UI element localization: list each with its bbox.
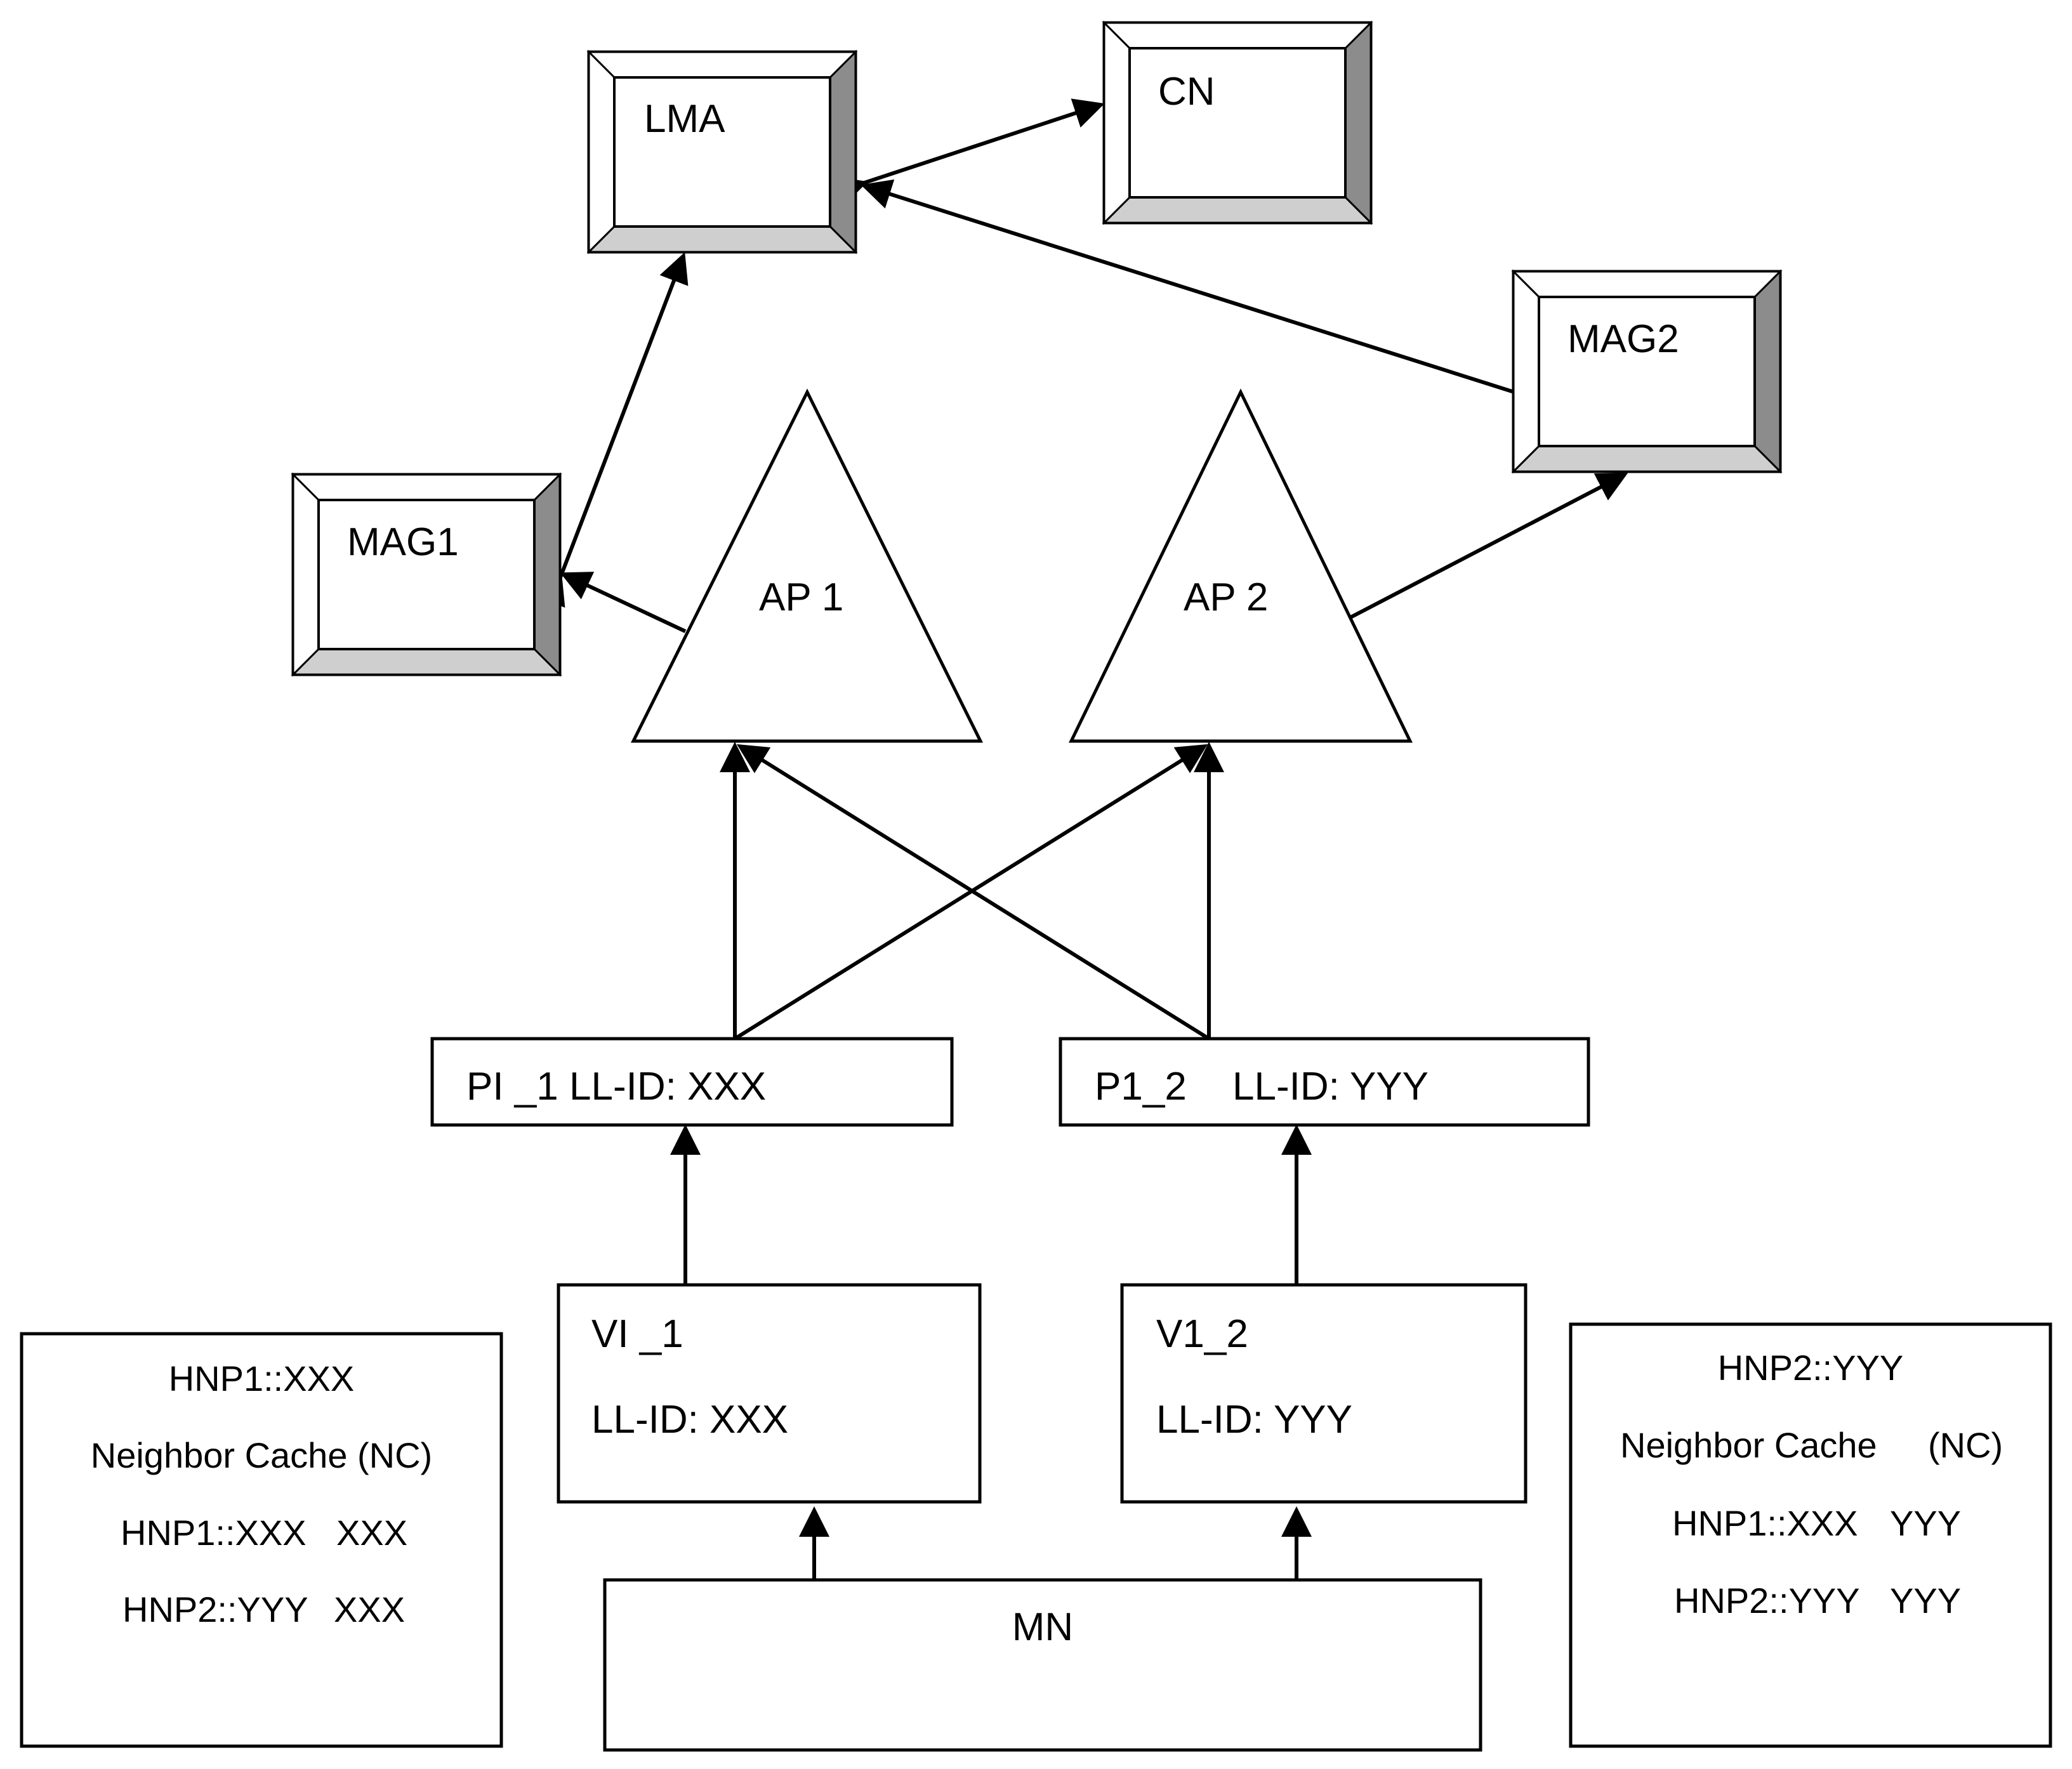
p12-name: P1_2: [1095, 1065, 1187, 1108]
left-neighbor-cache: HNP1::XXX Neighbor Cache (NC) HNP1::XXX …: [20, 1332, 503, 1748]
mag2-node: MAG2: [1511, 269, 1783, 474]
left-cache-title: Neighbor Cache (NC): [91, 1435, 432, 1475]
cn-node: CN: [1102, 20, 1373, 225]
edge-ap2-mag2: [1349, 473, 1628, 619]
left-cache-row-1-llid: XXX: [336, 1513, 407, 1553]
edge-ap1-mag1: [560, 572, 687, 633]
v12-interface: V1_2 LL-ID: YYY: [1120, 1283, 1528, 1504]
pi1-interface: PI _1 LL-ID: XXX: [430, 1037, 954, 1127]
edge-p12-ap1: [736, 744, 1210, 1041]
right-neighbor-cache: HNP2::YYY Neighbor Cache (NC) HNP1::XXX …: [1569, 1322, 2052, 1748]
edge-mag1-lma: [536, 252, 689, 608]
lma-label: LMA: [644, 97, 725, 141]
v12-llid: LL-ID: YYY: [1156, 1398, 1352, 1442]
pi1-label: PI _1 LL-ID: XXX: [466, 1065, 766, 1108]
right-cache-title-nc: (NC): [1928, 1425, 2003, 1465]
left-cache-row-1-prefix: HNP1::XXX: [121, 1513, 307, 1553]
mag2-label: MAG2: [1567, 317, 1679, 361]
right-cache-row-1-prefix: HNP1::XXX: [1672, 1503, 1858, 1543]
mn-node: MN: [603, 1578, 1482, 1752]
p12-llid: LL-ID: YYY: [1232, 1065, 1429, 1108]
edge-mag2-lma: [861, 179, 1513, 393]
connectors: [536, 98, 1628, 1579]
vi1-name: VI _1: [591, 1312, 683, 1356]
vi1-llid: LL-ID: XXX: [591, 1398, 788, 1442]
v12-name: V1_2: [1156, 1312, 1248, 1356]
edge-pi1-ap2: [734, 744, 1208, 1041]
mag1-label: MAG1: [347, 520, 459, 564]
lma-node: LMA: [586, 49, 858, 254]
right-cache-title: Neighbor Cache: [1620, 1425, 1877, 1465]
left-cache-row-2-prefix: HNP2::YYY: [122, 1589, 308, 1629]
right-cache-prefix: HNP2::YYY: [1718, 1348, 1904, 1388]
ap2-label: AP 2: [1184, 575, 1268, 619]
edge-lma-cn: [834, 98, 1105, 206]
ap2-node: AP 2: [1069, 388, 1413, 743]
right-cache-row-2-llid: YYY: [1890, 1581, 1961, 1621]
ap1-label: AP 1: [759, 575, 843, 619]
left-cache-row-2-llid: XXX: [334, 1589, 405, 1629]
right-cache-row-1-llid: YYY: [1890, 1503, 1961, 1543]
vi1-interface: VI _1 LL-ID: XXX: [557, 1283, 982, 1504]
right-cache-row-2-prefix: HNP2::YYY: [1674, 1581, 1860, 1621]
p12-interface: P1_2 LL-ID: YYY: [1059, 1037, 1590, 1127]
ap1-node: AP 1: [630, 388, 984, 743]
cn-label: CN: [1158, 70, 1215, 114]
left-cache-prefix: HNP1::XXX: [169, 1358, 355, 1398]
mn-label: MN: [1012, 1605, 1073, 1649]
mag1-node: MAG1: [291, 472, 562, 677]
